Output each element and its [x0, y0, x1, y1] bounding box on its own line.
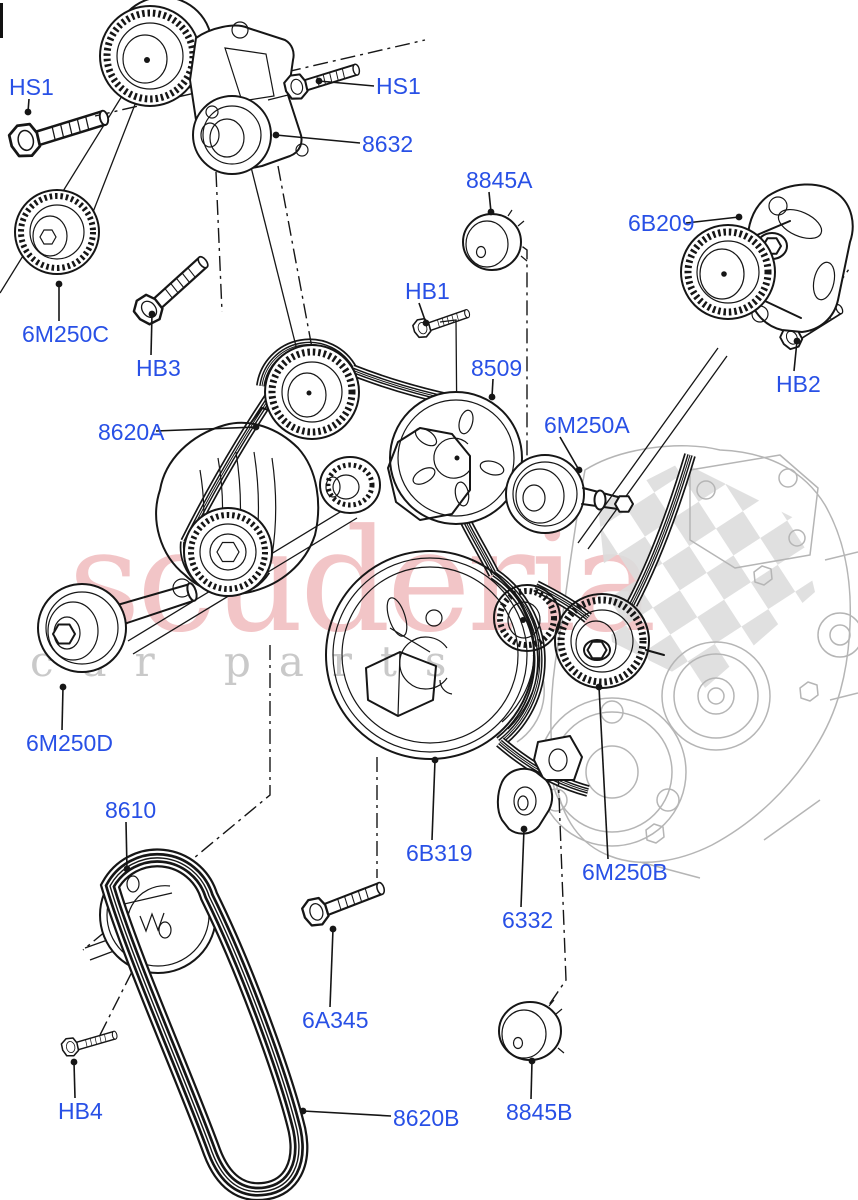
- leader-lines: [24, 77, 801, 1117]
- tensioner-bracket-8632-art: [99, 0, 309, 175]
- leader-line-8620a: [155, 426, 257, 432]
- leader-dot-6a345: [329, 925, 337, 933]
- part-label-hs1-right: HS1: [376, 73, 421, 99]
- leader-dot-6m250c: [55, 280, 63, 288]
- leader-line-6b209: [685, 216, 740, 224]
- tensioner-6b209-art: [680, 183, 854, 333]
- leader-line-hs1-right: [318, 80, 375, 87]
- part-label-8620a: 8620A: [98, 419, 165, 445]
- leader-line-6m250a: [559, 436, 580, 471]
- leader-line-8610: [125, 821, 128, 870]
- water-pump-8509-art: [319, 391, 523, 525]
- idler-pulley-installed-art: [264, 344, 360, 440]
- part-label-hs1-left: HS1: [9, 74, 54, 100]
- part-label-6m250a: 6M250A: [544, 412, 630, 438]
- idler-6m250a-art: [505, 454, 634, 534]
- leader-line-8620b: [302, 1110, 392, 1117]
- pulley-6m250d-art: [37, 582, 198, 673]
- part-label-hb2: HB2: [776, 371, 821, 397]
- leader-dot-6b319: [431, 756, 439, 764]
- leader-line-8632: [275, 134, 361, 144]
- leader-dot-6m250d: [59, 683, 67, 691]
- leader-dot-hs1-right: [315, 77, 323, 85]
- part-label-hb4: HB4: [58, 1098, 103, 1124]
- part-label-8620b: 8620B: [393, 1105, 460, 1131]
- leader-dot-8610: [123, 865, 131, 873]
- leader-line-hb3: [150, 313, 153, 356]
- idler-6m250b-art: [554, 593, 665, 689]
- bolt-hb3: [128, 250, 219, 330]
- part-label-hb3: HB3: [136, 355, 181, 381]
- bolt-6a345: [299, 876, 391, 930]
- leader-line-hb2: [793, 340, 798, 372]
- cap-8845b-art: [498, 999, 565, 1061]
- leader-dot-hs1-left: [24, 108, 32, 116]
- part-label-6m250d: 6M250D: [26, 730, 113, 756]
- leader-line-hb1: [418, 302, 427, 324]
- part-label-6b319: 6B319: [406, 840, 473, 866]
- leader-dot-8509: [488, 393, 496, 401]
- leader-dot-8632: [272, 131, 280, 139]
- leader-dot-8620a: [252, 423, 260, 431]
- part-label-6b209: 6B209: [628, 210, 695, 236]
- scan-artifact: [0, 3, 3, 38]
- leader-line-6a345: [329, 928, 334, 1008]
- pulley-6m250c-art: [14, 189, 100, 275]
- cap-8845a-art: [462, 209, 528, 271]
- leader-dot-hb2: [793, 337, 801, 345]
- leader-line-6b319: [431, 759, 436, 841]
- leader-dot-hb4: [70, 1058, 78, 1066]
- washer-6332-art: [496, 735, 583, 835]
- crank-pulley-6b319-art: [325, 550, 540, 760]
- leader-dot-hb3: [148, 310, 156, 318]
- leader-dot-8845b: [528, 1057, 536, 1065]
- part-label-6m250c: 6M250C: [22, 321, 109, 347]
- part-label-8845a: 8845A: [466, 167, 533, 193]
- leader-line-6m250b: [598, 686, 609, 860]
- checkered-flag-motif: [598, 462, 815, 688]
- leader-dot-8620b: [299, 1107, 307, 1115]
- leader-dot-6m250a: [575, 466, 583, 474]
- leader-dot-hb1: [422, 319, 430, 327]
- leader-line-hb4: [73, 1061, 76, 1099]
- part-label-8632: 8632: [362, 131, 414, 157]
- part-label-hb1: HB1: [405, 278, 450, 304]
- leader-dot-6332: [520, 825, 528, 833]
- leader-dot-6m250b: [595, 683, 603, 691]
- leader-dot-8845a: [487, 208, 495, 216]
- leader-line-6332: [520, 828, 525, 908]
- part-label-8610: 8610: [105, 797, 157, 823]
- leader-dot-6b209: [735, 213, 743, 221]
- part-label-8509: 8509: [471, 355, 523, 381]
- bolt-hb1: [410, 305, 474, 341]
- bolt-hs1-left: [6, 104, 114, 161]
- part-label-6a345: 6A345: [302, 1007, 369, 1033]
- part-label-8845b: 8845B: [506, 1099, 573, 1125]
- leader-line-8845b: [530, 1060, 533, 1100]
- bolt-hb4: [59, 1027, 121, 1059]
- leader-line-6m250d: [61, 686, 64, 731]
- part-label-6332: 6332: [502, 907, 554, 933]
- part-label-6m250b: 6M250B: [582, 859, 668, 885]
